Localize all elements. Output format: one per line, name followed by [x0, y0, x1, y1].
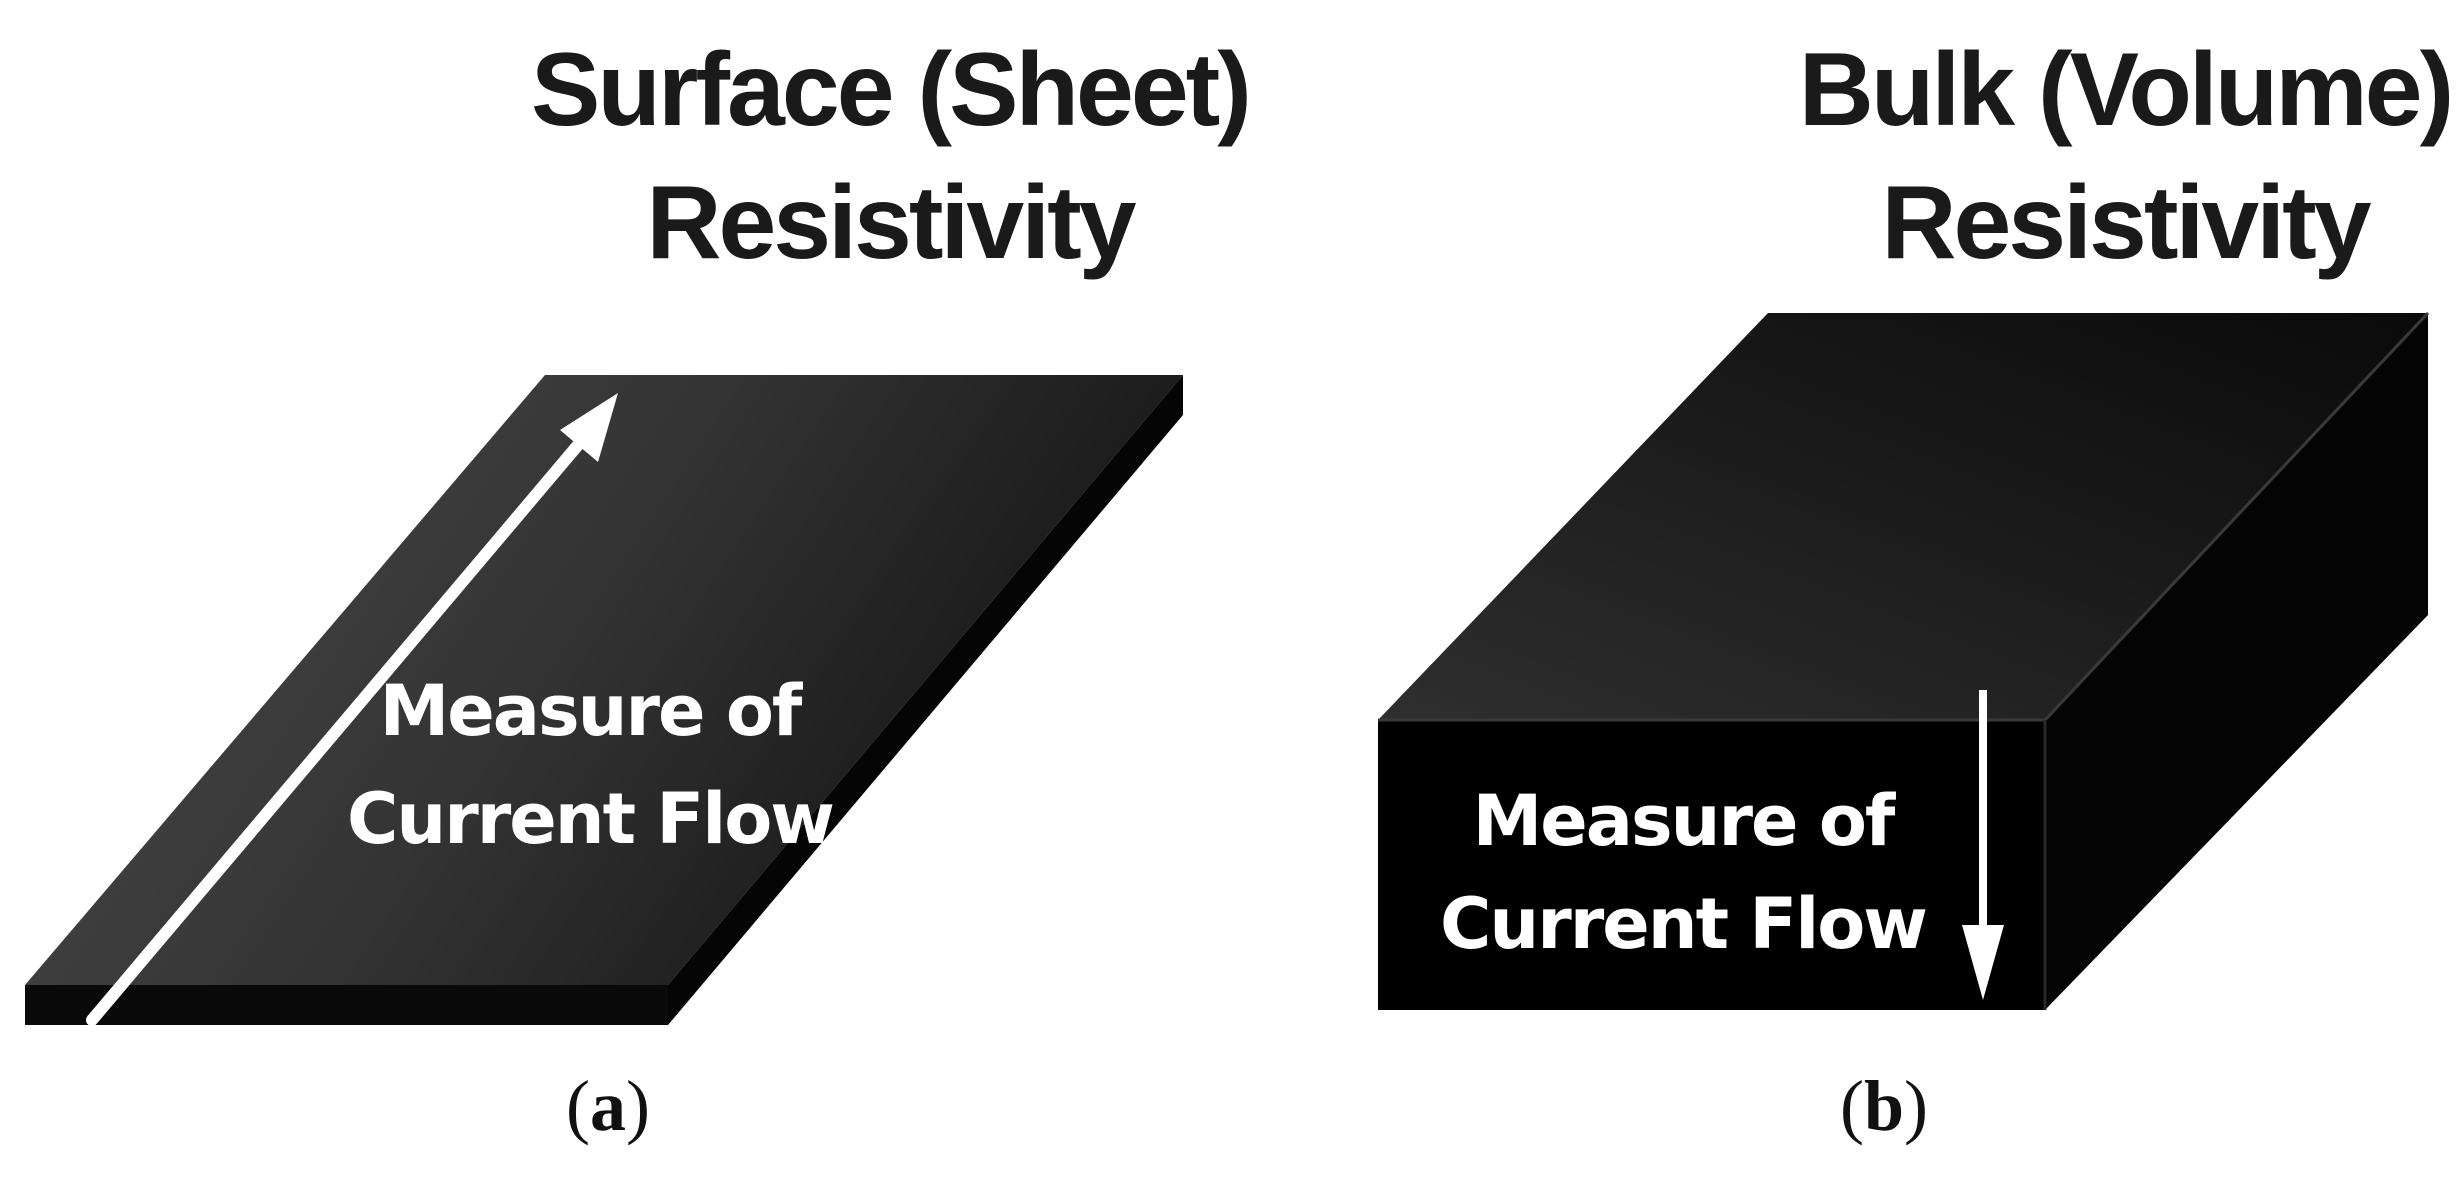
panel-b-flow-label-line1: Measure of: [1473, 780, 1897, 862]
sheet-top-face: [25, 375, 1183, 985]
panel-b-title-line2: Resistivity: [1881, 165, 2371, 281]
panel-a-flow-label-line2: Current Flow: [347, 778, 833, 860]
panel-a-title-line1: Surface (Sheet): [531, 32, 1249, 148]
panel-b-title-line1: Bulk (Volume): [1799, 32, 2451, 148]
panel-b-bulk-resistivity: Bulk (Volume) Resistivity Measure of Cur…: [1378, 32, 2454, 1146]
panel-b-flow-label-line2: Current Flow: [1440, 883, 1926, 965]
thin-sheet-slab: [25, 375, 1183, 1025]
block-front-face: [1378, 720, 2045, 1010]
bulk-arrow-head: [1962, 925, 2004, 1000]
bulk-current-arrow: [1962, 690, 2004, 1000]
surface-current-arrow: [86, 393, 618, 1026]
bulk-block: [1378, 311, 2430, 1010]
surface-arrow-head: [560, 393, 618, 462]
sheet-side-edge: [668, 375, 1183, 1025]
panel-a-surface-resistivity: Surface (Sheet) Resistivity Measure of C…: [25, 32, 1252, 1146]
panel-a-flow-label-line1: Measure of: [380, 670, 804, 752]
block-top-face: [1378, 313, 2428, 720]
block-side-face: [2045, 313, 2428, 1010]
panel-b-caption: (b): [1840, 1066, 1928, 1146]
panel-a-title-line2: Resistivity: [646, 165, 1136, 281]
sheet-front-edge: [25, 985, 668, 1025]
panel-a-caption: (a): [566, 1066, 650, 1146]
